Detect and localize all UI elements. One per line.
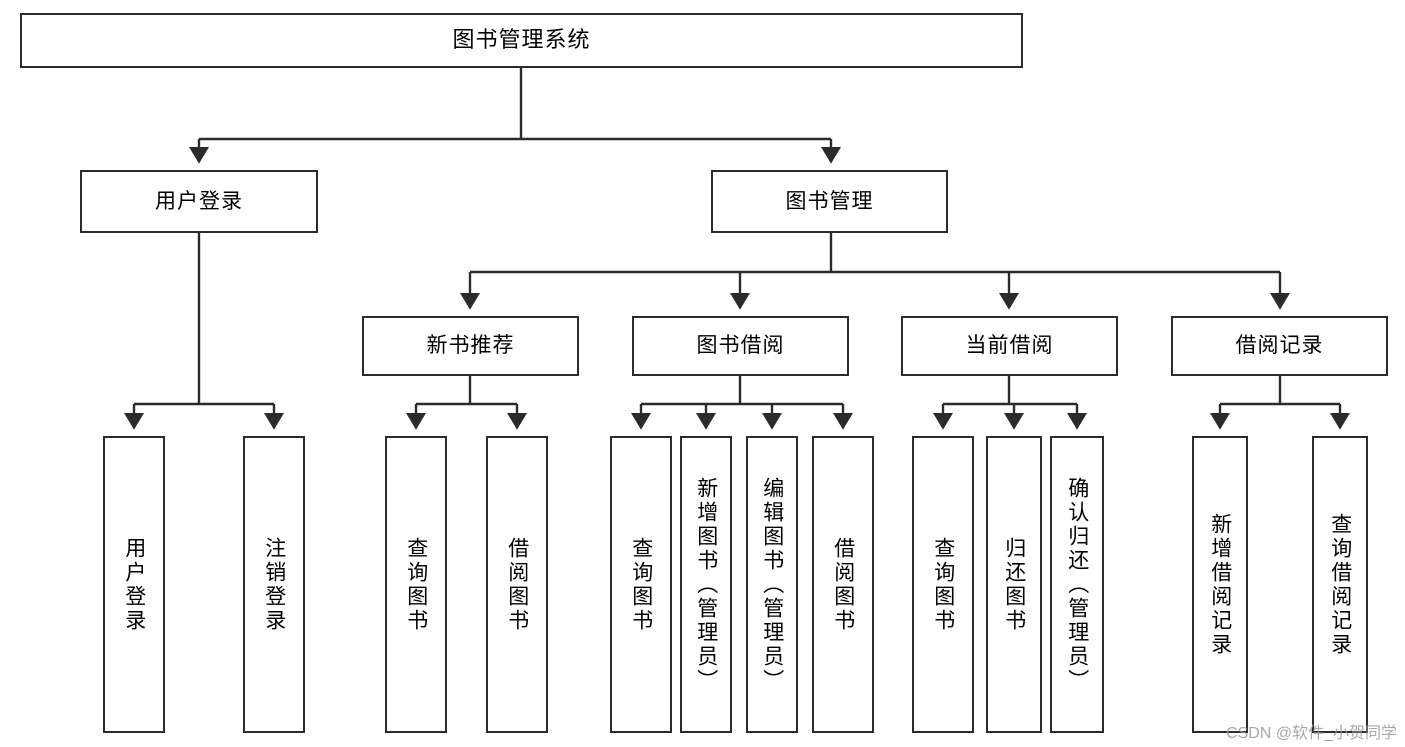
node-current-borrow[interactable]: 当前借阅 xyxy=(901,316,1118,376)
watermark: CSDN @软件_小贺同学 xyxy=(1226,725,1397,742)
node-leaf-query-book-rec[interactable]: 查询图书 xyxy=(385,436,447,733)
node-leaf-query-book-rec-label: 查询图书 xyxy=(404,536,428,633)
node-book-borrow[interactable]: 图书借阅 xyxy=(632,316,849,376)
node-leaf-add-book[interactable]: 新增图书（管理员） xyxy=(680,436,732,733)
node-new-book-rec[interactable]: 新书推荐 xyxy=(362,316,579,376)
node-leaf-query-book-cb-label: 查询图书 xyxy=(931,536,955,633)
node-user-login[interactable]: 用户登录 xyxy=(80,170,318,233)
node-book-borrow-label: 图书借阅 xyxy=(696,334,785,358)
node-leaf-query-record[interactable]: 查询借阅记录 xyxy=(1312,436,1368,733)
node-leaf-confirm-return[interactable]: 确认归还（管理员） xyxy=(1050,436,1104,733)
node-leaf-query-book-bb-label: 查询图书 xyxy=(629,536,653,633)
node-current-borrow-label: 当前借阅 xyxy=(965,334,1054,358)
node-leaf-edit-book-label: 编辑图书（管理员） xyxy=(760,476,784,693)
node-leaf-borrow-book-bb-label: 借阅图书 xyxy=(831,536,855,633)
node-leaf-logout[interactable]: 注销登录 xyxy=(243,436,305,733)
node-leaf-confirm-return-label: 确认归还（管理员） xyxy=(1065,476,1089,693)
node-book-manage[interactable]: 图书管理 xyxy=(711,170,948,233)
node-leaf-logout-label: 注销登录 xyxy=(262,536,286,633)
node-leaf-query-book-bb[interactable]: 查询图书 xyxy=(610,436,672,733)
node-leaf-query-record-label: 查询借阅记录 xyxy=(1328,512,1352,657)
node-leaf-add-record-label: 新增借阅记录 xyxy=(1208,512,1232,657)
node-leaf-edit-book[interactable]: 编辑图书（管理员） xyxy=(746,436,798,733)
node-user-login-label: 用户登录 xyxy=(155,189,243,213)
node-leaf-borrow-book-rec[interactable]: 借阅图书 xyxy=(486,436,548,733)
node-leaf-borrow-book-bb[interactable]: 借阅图书 xyxy=(812,436,874,733)
node-leaf-return-book[interactable]: 归还图书 xyxy=(986,436,1042,733)
node-borrow-record-label: 借阅记录 xyxy=(1235,334,1324,358)
node-root-label: 图书管理系统 xyxy=(452,27,591,53)
node-root[interactable]: 图书管理系统 xyxy=(20,13,1023,68)
node-leaf-add-record[interactable]: 新增借阅记录 xyxy=(1192,436,1248,733)
node-leaf-borrow-book-rec-label: 借阅图书 xyxy=(505,536,529,633)
node-leaf-user-login-label: 用户登录 xyxy=(122,536,146,633)
node-leaf-user-login[interactable]: 用户登录 xyxy=(103,436,165,733)
node-leaf-query-book-cb[interactable]: 查询图书 xyxy=(912,436,974,733)
node-leaf-return-book-label: 归还图书 xyxy=(1002,536,1026,633)
node-leaf-add-book-label: 新增图书（管理员） xyxy=(694,476,718,693)
node-borrow-record[interactable]: 借阅记录 xyxy=(1171,316,1388,376)
node-new-book-rec-label: 新书推荐 xyxy=(426,334,515,358)
node-book-manage-label: 图书管理 xyxy=(785,189,874,213)
